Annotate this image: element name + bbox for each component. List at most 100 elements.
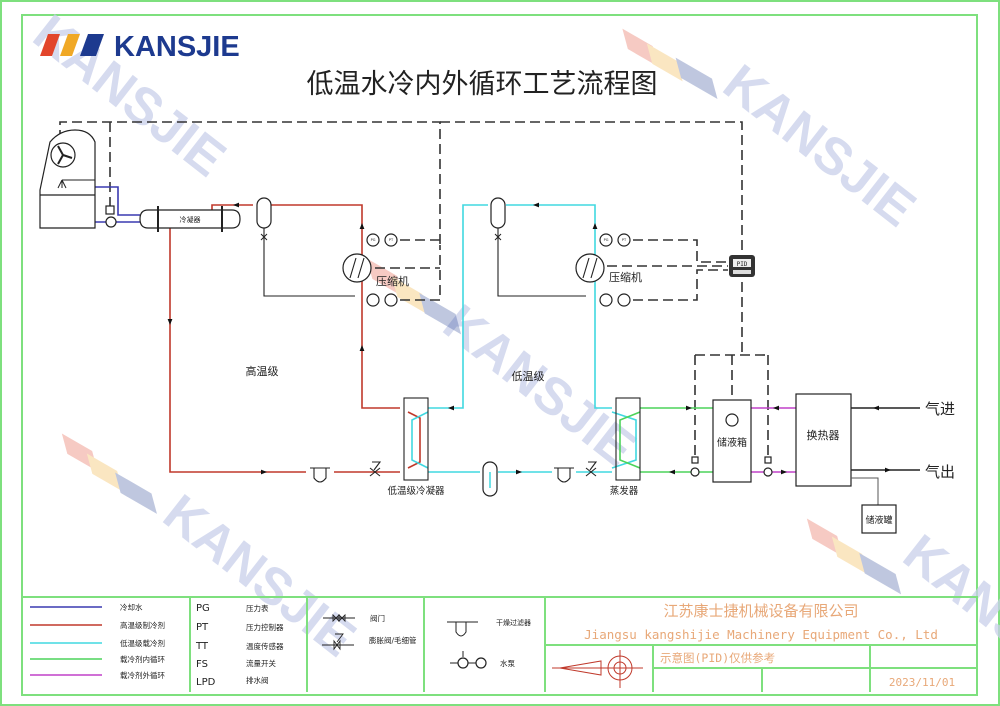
legend-lines: 冷却水 高温级制冷剂 低温级载冷剂 载冷剂内循环 载冷剂外循环 — [30, 602, 165, 680]
watermark-3: KANSJIE — [433, 294, 646, 478]
legend-item-outer-loop: 载冷剂外循环 — [30, 670, 165, 680]
title-block: 江苏康士捷机械设备有限公司 Jiangsu kangshijie Machine… — [552, 602, 955, 689]
svg-text:流量开关: 流量开关 — [246, 658, 276, 668]
cooling-water-pump — [105, 205, 117, 228]
svg-text:KANSJIE: KANSJIE — [433, 294, 646, 478]
logo-stripe-blue — [80, 34, 104, 56]
reservoir: 储液罐 — [861, 504, 897, 534]
expansion-valve-low — [585, 461, 598, 477]
valve-icon — [323, 613, 355, 623]
pressure-gauge-icon — [599, 233, 613, 247]
inner-loop-lines — [619, 405, 713, 475]
gas-in-label: 气进 — [925, 400, 955, 418]
legend-item-inner-loop: 载冷剂内循环 — [30, 654, 165, 664]
svg-text:储液箱: 储液箱 — [717, 436, 747, 449]
flow-switch-icon — [105, 205, 115, 215]
company-name-en: Jiangsu kangshijie Machinery Equipment C… — [584, 627, 938, 642]
drawing-date: 2023/11/01 — [889, 676, 955, 689]
low-stage-label: 低温级 — [512, 370, 545, 383]
condenser: 冷凝器 — [139, 206, 241, 232]
legend-abbreviations: PG 压力表 PT 压力控制器 TT 温度传感器 FS 流量开关 LPD 排水阀 — [195, 603, 284, 688]
svg-text:水泵: 水泵 — [500, 658, 515, 668]
projection-symbol-icon — [552, 650, 643, 688]
brand-name: KANSJIE — [114, 31, 240, 63]
watermark-stripes-1 — [622, 28, 718, 100]
low-temp-refrigerant-lines — [411, 202, 637, 475]
legend-symbols-devices: 干燥过滤器 水泵 — [447, 618, 531, 669]
legend-item-cooling-water: 冷却水 — [30, 602, 143, 612]
svg-text:PT: PT — [622, 238, 627, 242]
heat-exchanger: 换热器 气进 气出 — [795, 393, 955, 505]
expansion-valve-high — [369, 461, 382, 477]
liquid-tank: 储液箱 — [712, 399, 752, 483]
dryer-filter-icon — [447, 621, 478, 637]
sight-glass-vessel — [482, 461, 498, 497]
svg-text:KANSJIE: KANSJIE — [713, 54, 926, 238]
condenser-label: 冷凝器 — [180, 215, 201, 224]
evaporator: 蒸发器 — [610, 397, 641, 497]
legend-item-high-temp-refrigerant: 高温级制冷剂 — [30, 620, 165, 630]
svg-text:阀门: 阀门 — [370, 614, 385, 623]
gas-out-label: 气出 — [925, 463, 955, 481]
compressor-high: 压缩机 PG PT — [342, 233, 409, 307]
svg-text:PG: PG — [196, 603, 210, 614]
watermark-stripes-2 — [61, 433, 157, 514]
pressure-gauge-icon — [366, 233, 380, 247]
disclaimer-note: 示意图(PID)仅供参考 — [660, 651, 775, 665]
compressor-label: 压缩机 — [376, 274, 409, 288]
pressure-gauge-icon — [366, 293, 380, 307]
pressure-controller-icon — [384, 233, 398, 247]
svg-text:蒸发器: 蒸发器 — [610, 485, 639, 497]
svg-text:低温级冷凝器: 低温级冷凝器 — [387, 485, 445, 497]
company-name-cn: 江苏康士捷机械设备有限公司 — [663, 602, 858, 620]
svg-text:压力控制器: 压力控制器 — [246, 622, 284, 632]
receiver-low — [490, 197, 586, 297]
compressor-low: 压缩机 PG PT — [575, 233, 642, 307]
svg-text:换热器: 换热器 — [807, 428, 840, 442]
dryer-filter-low — [554, 467, 574, 483]
compressor-label: 压缩机 — [609, 270, 642, 284]
page-title: 低温水冷内外循环工艺流程图 — [307, 69, 658, 100]
svg-text:载冷剂外循环: 载冷剂外循环 — [120, 670, 165, 680]
pressure-controller-icon — [384, 293, 398, 307]
watermark-2: KANSJIE — [713, 54, 926, 238]
loop-pump-inner — [690, 456, 700, 477]
level-gauge-icon — [725, 413, 739, 427]
dryer-filter-high — [310, 467, 330, 483]
outer-loop-lines — [750, 405, 796, 475]
spray-nozzle-icon — [57, 179, 67, 189]
pressure-controller-icon — [617, 233, 631, 247]
svg-text:干燥过滤器: 干燥过滤器 — [496, 618, 531, 627]
svg-text:冷却水: 冷却水 — [120, 602, 143, 612]
legend-item-low-temp-refrigerant: 低温级载冷剂 — [30, 638, 165, 648]
cascade-condenser: 低温级冷凝器 — [387, 397, 445, 497]
svg-text:载冷剂内循环: 载冷剂内循环 — [120, 654, 165, 664]
svg-text:TT: TT — [195, 641, 209, 652]
pressure-gauge-icon — [599, 293, 613, 307]
legend-block — [21, 596, 978, 696]
svg-text:排水阀: 排水阀 — [246, 675, 269, 685]
svg-text:PID: PID — [737, 261, 748, 268]
svg-text:温度传感器: 温度传感器 — [246, 641, 284, 651]
svg-text:储液罐: 储液罐 — [865, 514, 892, 526]
cooling-tower — [39, 129, 96, 229]
pressure-controller-icon — [617, 293, 631, 307]
brand-logo: KANSJIE — [40, 31, 240, 63]
watermark-stripes-3 — [806, 518, 902, 595]
cooling-water-lines — [95, 186, 140, 223]
water-pump-icon — [450, 651, 487, 669]
svg-text:FS: FS — [196, 659, 208, 670]
legend-symbols-valves: 阀门 膨胀阀/毛细管 — [322, 613, 417, 651]
logo-stripe-yellow — [60, 34, 80, 56]
svg-text:PT: PT — [196, 622, 209, 633]
logo-stripe-red — [40, 34, 60, 56]
svg-text:高温级制冷剂: 高温级制冷剂 — [120, 620, 165, 630]
receiver-high — [256, 197, 355, 297]
svg-text:LPD: LPD — [196, 677, 216, 688]
pid-controller: PID — [729, 255, 755, 277]
svg-text:PG: PG — [604, 238, 609, 242]
high-temp-refrigerant-lines — [167, 202, 421, 475]
expansion-valve-icon — [322, 633, 354, 651]
